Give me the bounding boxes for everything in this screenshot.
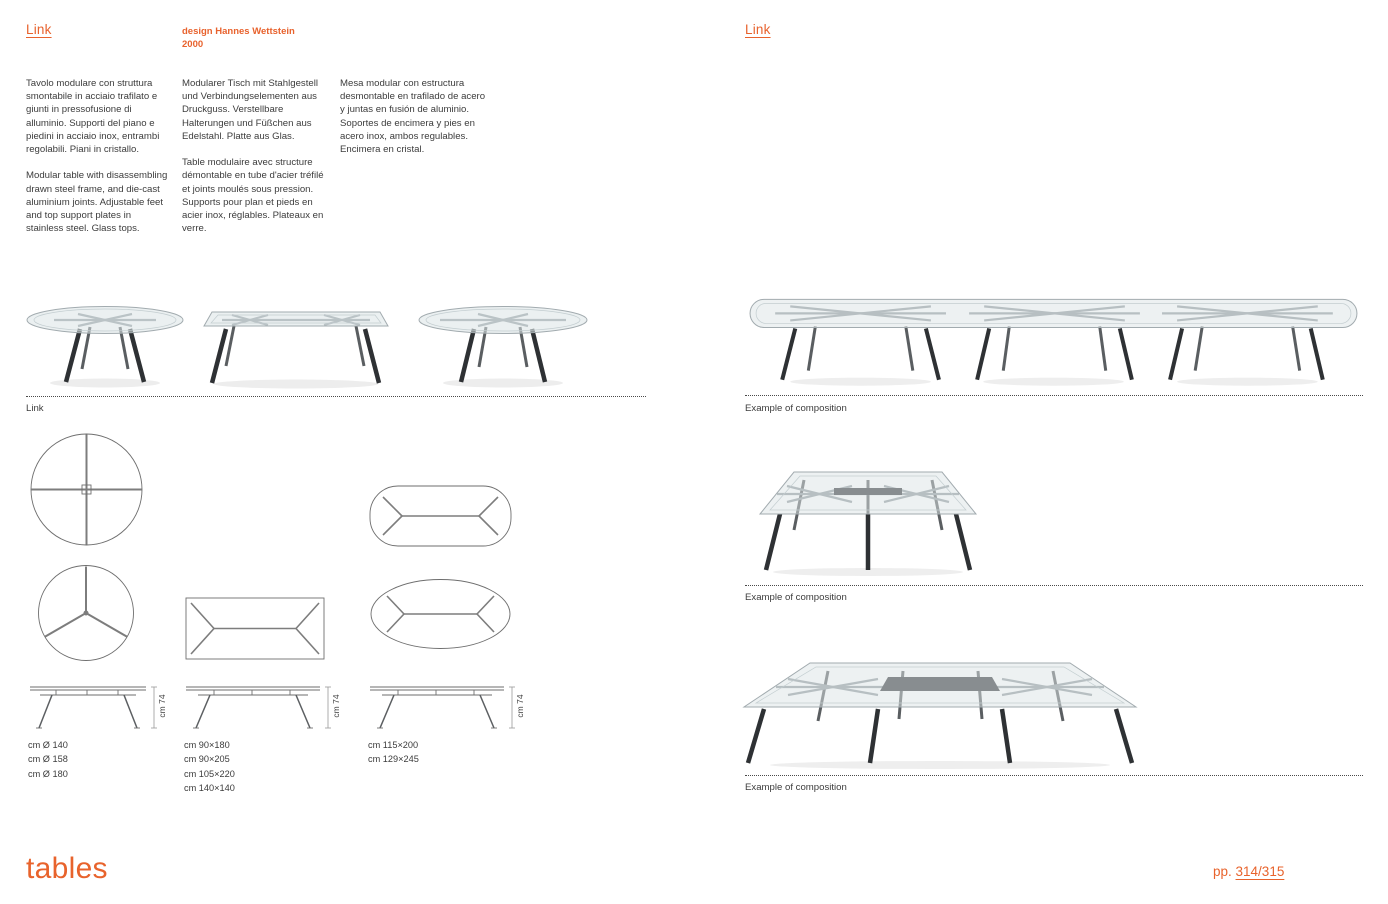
description-spanish: Mesa modular con estructura desmontable … [340, 78, 486, 156]
round-dimension-line: cm Ø 140 [28, 740, 68, 750]
rectangular-table-photo-drawing [203, 311, 389, 389]
composition-rule-1 [745, 395, 1363, 396]
height-dimension-label-3: cm 74 [515, 694, 525, 718]
design-credit-name: design Hannes Wettstein [182, 26, 295, 37]
page-numbers-prefix: pp. [1213, 864, 1236, 879]
height-dimension-label-2: cm 74 [331, 694, 341, 718]
round-table-photo [24, 303, 186, 391]
rect-dimension-line: cm 105×220 [184, 768, 235, 779]
oval-dimensions: cm 115×200 cm 129×245 [368, 738, 419, 767]
top-view-rect-drawing [185, 597, 325, 660]
oval-table-photo-drawing [418, 306, 588, 388]
composition-rule-2 [745, 585, 1363, 586]
elevation-rect-drawing [186, 686, 331, 729]
description-column-3: Mesa modular con estructura desmontable … [340, 77, 488, 169]
top-view-round-4leg [28, 431, 145, 548]
composition-label-2: Example of composition [745, 592, 847, 603]
rect-dimension-line: cm 90×180 [184, 740, 230, 750]
composition-2-drawing [758, 471, 978, 576]
composition-label-1: Example of composition [745, 403, 847, 414]
description-italian: Tavolo modulare con struttura smontabile… [26, 78, 160, 156]
rectangular-dimensions: cm 90×180 cm 90×205 cm 105×220 cm 140×14… [184, 738, 235, 795]
product-row-label: Link [26, 403, 44, 414]
top-view-round-3leg-drawing [38, 565, 134, 661]
elevation-round-drawing [30, 686, 157, 729]
round-dimension-line: cm Ø 180 [28, 768, 68, 779]
top-view-rounded-rect [368, 484, 513, 548]
design-credit-year: 2000 [182, 39, 204, 51]
composition-photo-2 [742, 452, 994, 580]
composition-1-drawing [749, 298, 1358, 386]
top-view-round-4leg-drawing [30, 433, 143, 546]
round-dimensions: cm Ø 140 cm Ø 158 cm Ø 180 [28, 738, 68, 781]
top-view-rect [184, 596, 326, 661]
composition-photo-1 [740, 283, 1368, 391]
round-table-photo-drawing [26, 306, 184, 388]
composition-label-3: Example of composition [745, 782, 847, 793]
rect-dimension-line: cm 90×205 [184, 754, 230, 765]
right-product-link[interactable]: Link [745, 22, 771, 37]
top-view-round-3leg [36, 563, 136, 663]
description-german: Modularer Tisch mit Stahlgestell und Ver… [182, 78, 318, 142]
elevation-round [28, 682, 162, 732]
oval-dimension-line: cm 115×200 [368, 740, 419, 750]
top-view-oval [368, 577, 513, 651]
composition-rule-3 [745, 775, 1363, 776]
elevation-oval-drawing [370, 686, 515, 729]
description-english: Modular table with disassembling drawn s… [26, 170, 168, 235]
description-column-1: Tavolo modulare con struttura smontabile… [26, 77, 168, 249]
section-title: tables [26, 852, 108, 885]
rect-dimension-line: cm 140×140 [184, 782, 235, 793]
rectangular-table-photo [198, 300, 393, 392]
left-product-link[interactable]: Link [26, 22, 52, 37]
elevation-oval [368, 682, 518, 732]
description-french: Table modulaire avec structure démontabl… [182, 157, 324, 235]
left-dotted-rule [26, 396, 646, 397]
oval-dimension-line: cm 129×245 [368, 754, 419, 765]
height-dimension-label-1: cm 74 [157, 694, 167, 718]
elevation-rect [184, 682, 334, 732]
oval-table-photo [416, 303, 591, 391]
page-range-link[interactable]: 314/315 [1235, 864, 1285, 879]
composition-3-drawing [742, 662, 1138, 769]
composition-photo-3 [728, 645, 1152, 773]
top-view-rounded-rect-drawing [369, 485, 512, 547]
page-numbers: pp. 314/315 [1213, 864, 1284, 879]
design-credit: design Hannes Wettstein 2000 [182, 25, 295, 52]
round-dimension-line: cm Ø 158 [28, 754, 68, 765]
top-view-oval-drawing [370, 579, 511, 649]
description-column-2: Modularer Tisch mit Stahlgestell und Ver… [182, 77, 326, 249]
